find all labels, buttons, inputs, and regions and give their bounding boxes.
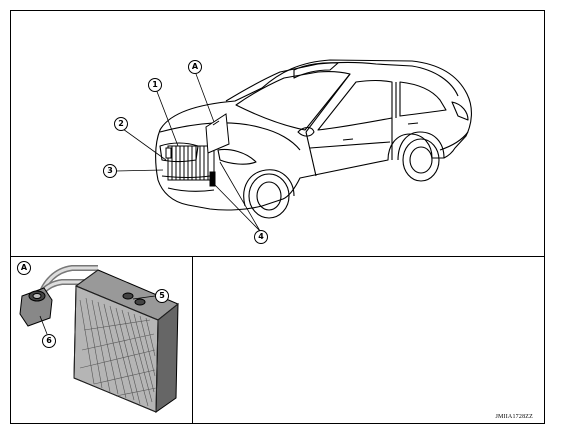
- leader-lines-bottom: [39, 295, 156, 335]
- leader-lines-top: [115, 73, 261, 232]
- callout-1: 1: [148, 78, 162, 92]
- evaporator-detail: [19, 265, 179, 413]
- vehicle-illustration: [155, 59, 472, 219]
- callout-4: 4: [254, 230, 268, 244]
- callout-A-location: A: [188, 60, 202, 74]
- callout-2: 2: [114, 117, 128, 131]
- callout-3: 3: [103, 164, 117, 178]
- panel-label-A: A: [17, 261, 31, 275]
- reference-code: JMIIA1728ZZ: [495, 414, 533, 420]
- callout-5: 5: [155, 289, 169, 303]
- panel-frame: [10, 10, 545, 424]
- callout-6: 6: [42, 334, 56, 348]
- evaporator-location: [205, 113, 230, 154]
